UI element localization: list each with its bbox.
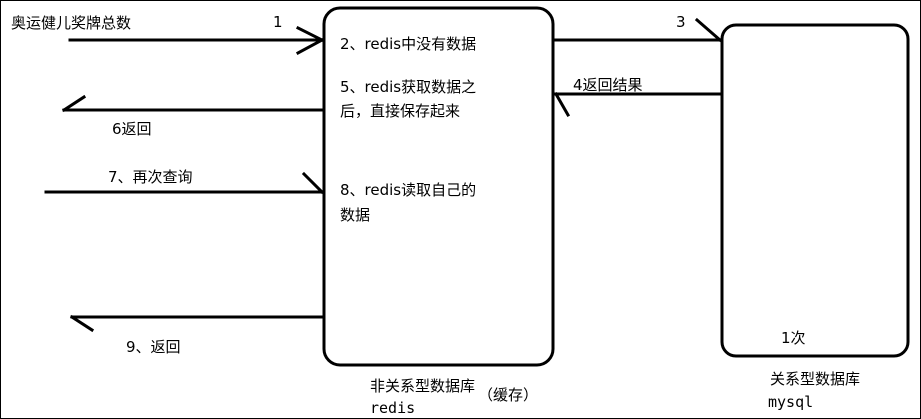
step5-text-line1: 5、redis获取数据之 xyxy=(340,78,477,96)
step4-label: 4返回结果 xyxy=(573,76,643,94)
step7-label: 7、再次查询 xyxy=(108,168,193,186)
mysql-caption-line1: 关系型数据库 xyxy=(770,370,861,388)
arrow-step9-return xyxy=(69,314,324,333)
redis-caption-suffix: （缓存） xyxy=(478,386,539,404)
redis-caption-line2: redis xyxy=(370,399,416,417)
step6-label: 6返回 xyxy=(112,120,152,138)
step9-label: 9、返回 xyxy=(126,338,181,356)
arrow-step4-result xyxy=(553,91,722,118)
mysql-box xyxy=(720,23,910,358)
step2-text: 2、redis中没有数据 xyxy=(340,35,477,53)
step8-text-line2: 数据 xyxy=(340,206,371,224)
step3-number: 3 xyxy=(676,13,686,31)
arrow-step6-return xyxy=(61,94,324,113)
redis-box xyxy=(322,6,555,367)
arrow-step1-query xyxy=(68,25,325,56)
arrow-step3-fetch xyxy=(552,17,723,43)
step1-number: 1 xyxy=(273,13,283,31)
step5-text-line2: 后，直接保存起来 xyxy=(340,102,461,120)
step8-text-line1: 8、redis读取自己的 xyxy=(340,181,477,199)
mysql-caption-line2: mysql xyxy=(768,393,814,411)
query-label: 奥运健儿奖牌总数 xyxy=(11,14,132,32)
query-count-label: 1次 xyxy=(781,329,806,347)
arrow-step7-query-again xyxy=(44,171,325,195)
redis-caption-line1: 非关系型数据库 xyxy=(370,377,476,395)
